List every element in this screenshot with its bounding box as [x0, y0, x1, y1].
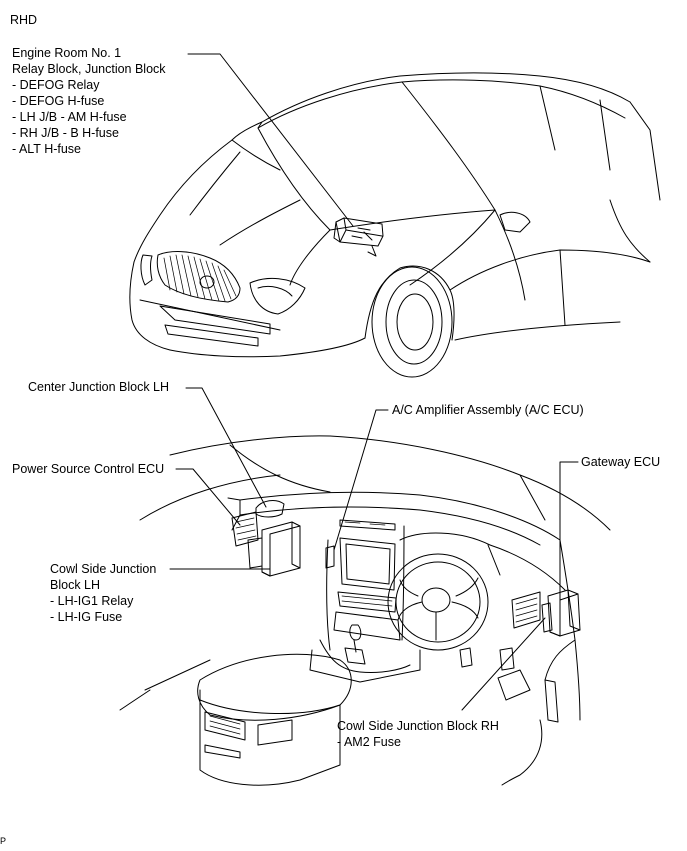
leader-lines — [170, 54, 578, 710]
callout-line: Cowl Side Junction Block RH — [337, 719, 499, 733]
gateway-ecu-callout: Gateway ECU — [581, 455, 661, 469]
engine-relay-block-part — [334, 218, 383, 256]
callout-line: Cowl Side Junction — [50, 562, 157, 576]
callout-line: - LH J/B - AM H-fuse — [12, 110, 127, 124]
callout-line: - DEFOG H-fuse — [12, 94, 105, 108]
callout-line: Engine Room No. 1 — [12, 46, 122, 60]
callout-line: - AM2 Fuse — [337, 735, 401, 749]
callout-line: - ALT H-fuse — [12, 142, 82, 156]
cowl-lh-callout: Cowl Side Junction Block LH - LH-IG1 Rel… — [50, 561, 156, 625]
callout-line: - LH-IG Fuse — [50, 610, 123, 624]
figure-code: P — [0, 836, 7, 846]
center-jb-lh-callout: Center Junction Block LH — [28, 380, 170, 394]
callout-line: - LH-IG1 Relay — [50, 594, 134, 608]
car-front-illustration — [130, 73, 660, 377]
ac-amplifier-callout: A/C Amplifier Assembly (A/C ECU) — [392, 403, 584, 417]
cowl-rh-callout: Cowl Side Junction Block RH - AM2 Fuse — [337, 718, 499, 750]
callout-line: - RH J/B - B H-fuse — [12, 126, 119, 140]
callout-line: - DEFOG Relay — [12, 78, 100, 92]
power-source-ecu-callout: Power Source Control ECU — [12, 462, 165, 476]
variant-label: RHD — [10, 13, 38, 27]
engine-room-callout: Engine Room No. 1 Relay Block, Junction … — [12, 45, 166, 157]
lexus-emblem-icon — [200, 276, 214, 288]
callout-line: Relay Block, Junction Block — [12, 62, 166, 76]
callout-line: Block LH — [50, 578, 101, 592]
dashboard-interior-illustration — [120, 436, 610, 785]
lexus-emblem-icon — [422, 588, 450, 612]
